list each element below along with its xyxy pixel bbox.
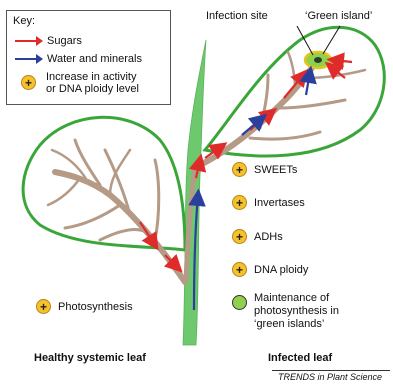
plus-icon: + [36, 299, 51, 314]
blue-arrow-icon [15, 58, 41, 60]
key-row-water: Water and minerals [7, 53, 142, 65]
legend-sweets: + SWEETs [232, 162, 297, 177]
legend-maintenance: Maintenance of photosynthesis in ‘green … [232, 292, 339, 331]
maintenance-line3: ‘green islands’ [254, 318, 339, 331]
credit-label: TRENDS in Plant Science [278, 372, 382, 382]
adhs-label: ADHs [254, 231, 283, 243]
maintenance-line1: Maintenance of [254, 292, 339, 305]
key-row-increase: + Increase in activity or DNA ploidy lev… [21, 71, 139, 95]
legend-photosynthesis: + Photosynthesis [36, 299, 133, 314]
infected-leaf-label: Infected leaf [268, 352, 332, 364]
key-legend: Key: Sugars Water and minerals + Increas… [6, 10, 171, 105]
red-arrow-icon [15, 40, 41, 42]
green-circle-icon [232, 295, 247, 310]
plus-icon: + [232, 229, 247, 244]
key-increase-line2: or DNA ploidy level [46, 83, 139, 95]
plus-icon: + [21, 75, 36, 90]
infection-site-dot [314, 57, 322, 63]
plus-icon: + [232, 262, 247, 277]
photosynthesis-label: Photosynthesis [58, 301, 133, 313]
key-increase-line1: Increase in activity [46, 71, 139, 83]
key-sugars-label: Sugars [47, 35, 82, 47]
plus-icon: + [232, 162, 247, 177]
invertases-label: Invertases [254, 197, 305, 209]
infection-site-label: Infection site [206, 10, 268, 22]
credit-rule [272, 370, 390, 371]
key-title: Key: [13, 15, 35, 27]
legend-dna-ploidy: + DNA ploidy [232, 262, 308, 277]
green-island-label: ‘Green island’ [305, 10, 372, 22]
sweets-label: SWEETs [254, 164, 297, 176]
key-row-sugars: Sugars [7, 35, 82, 47]
legend-adhs: + ADHs [232, 229, 283, 244]
maintenance-line2: photosynthesis in [254, 305, 339, 318]
dna-ploidy-label: DNA ploidy [254, 264, 308, 276]
legend-invertases: + Invertases [232, 195, 305, 210]
healthy-leaf-label: Healthy systemic leaf [34, 352, 146, 364]
plus-icon: + [232, 195, 247, 210]
healthy-leaf [23, 117, 185, 250]
key-water-label: Water and minerals [47, 53, 142, 65]
